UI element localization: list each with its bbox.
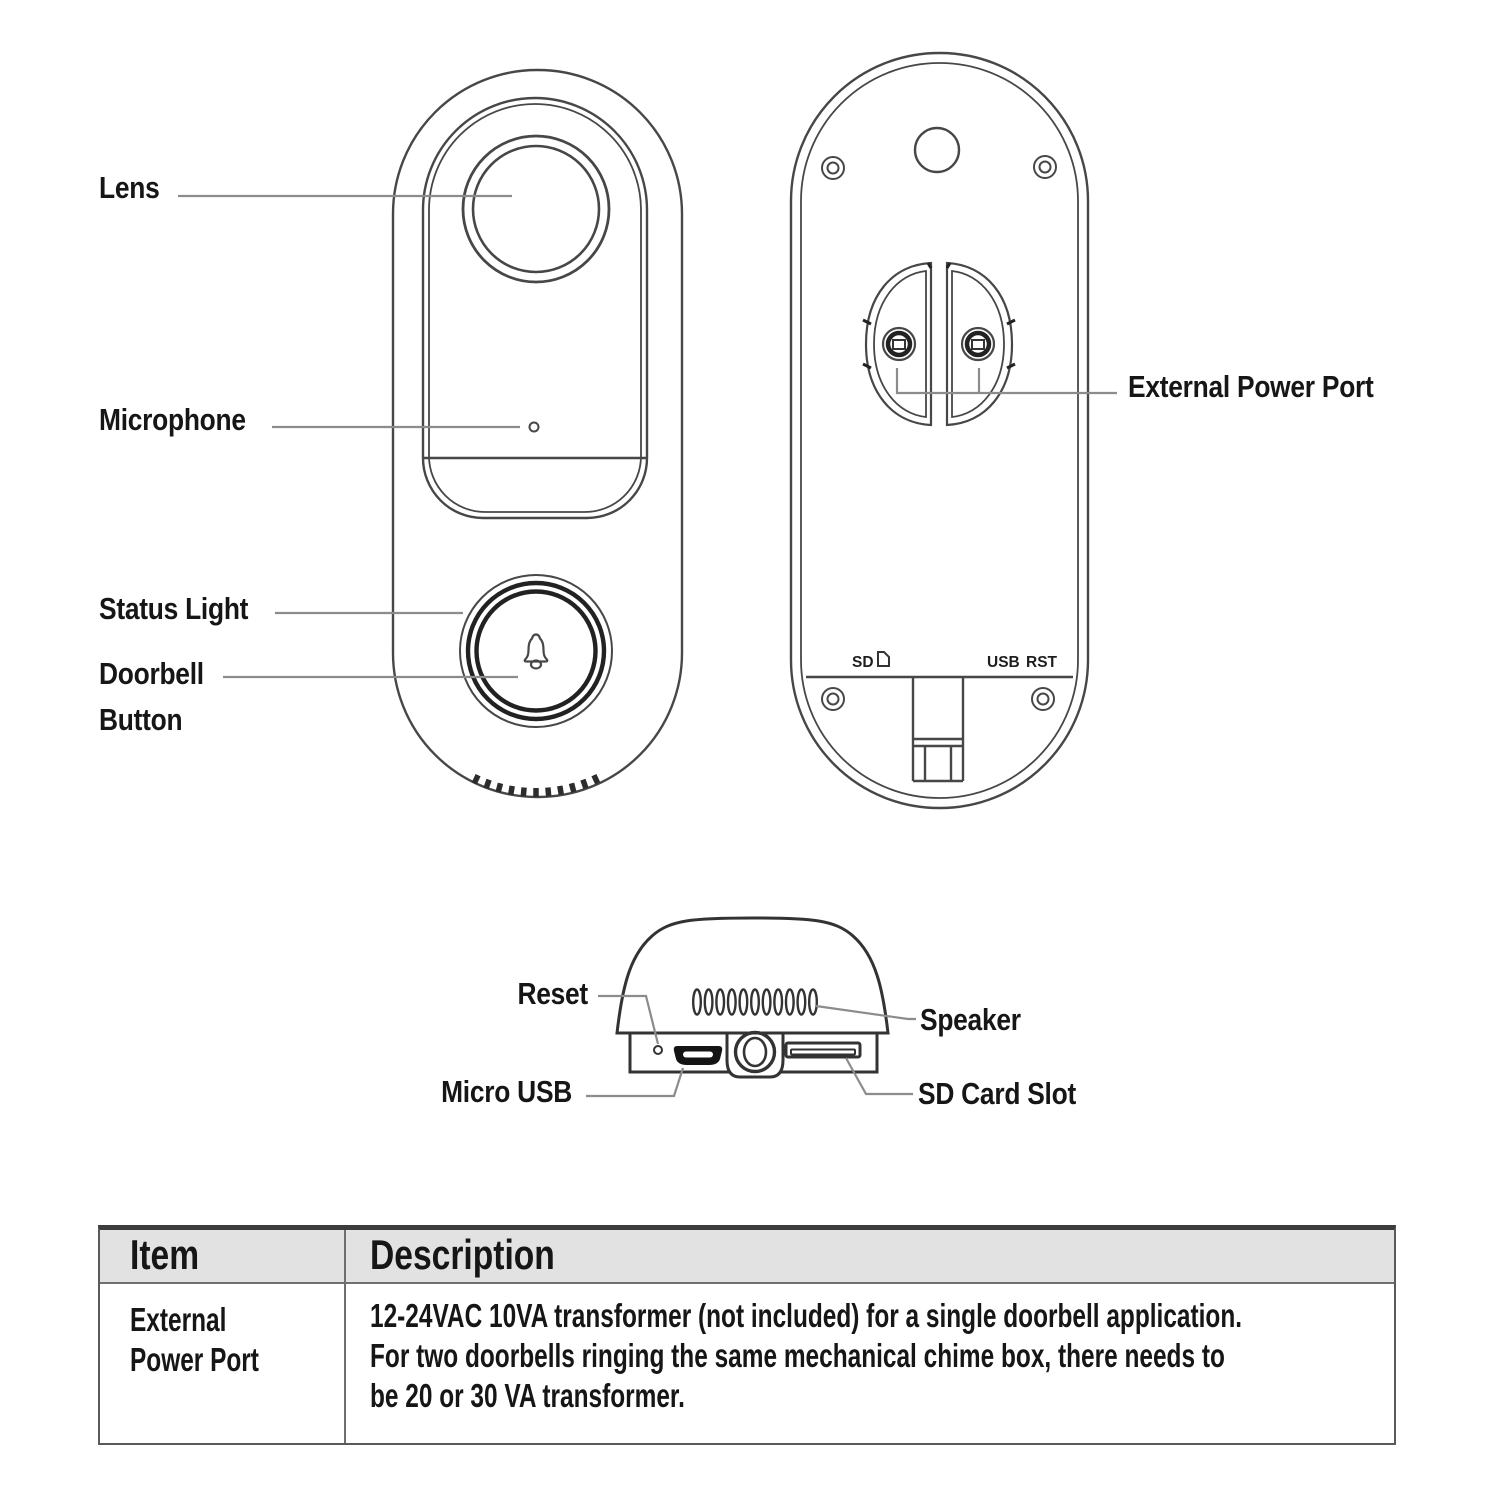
- usb-marking: USB: [987, 654, 1020, 671]
- reset-pinhole: [653, 1045, 663, 1055]
- status-light-ring: [459, 574, 613, 728]
- table-row: External Power Port 12-24VAC 10VA transf…: [100, 1284, 1394, 1443]
- speaker-leader-line: [815, 1004, 916, 1021]
- table-cell-description: 12-24VAC 10VA transformer (not included)…: [346, 1284, 1394, 1443]
- sd-card-slot-port: [784, 1041, 862, 1059]
- status-light-label: Status Light: [99, 591, 249, 626]
- table-header-item: Item: [100, 1230, 346, 1282]
- front-speaker-dots: [471, 774, 601, 797]
- table-header-description-text: Description: [370, 1231, 555, 1278]
- external-power-port-leader-line: [895, 368, 1117, 395]
- back-body-inner-outline: [800, 62, 1079, 799]
- doorbell-button-label-line2: Button: [99, 702, 183, 737]
- doorbell-button-inner: [474, 589, 598, 713]
- microphone-label: Microphone: [99, 402, 246, 437]
- front-panel-outline: [421, 96, 649, 520]
- doorbell-button-label-line1: Doorbell: [99, 656, 204, 691]
- doorbell-bell-icon: [523, 633, 549, 670]
- reset-label: Reset: [517, 976, 589, 1011]
- lens-outer-ring: [461, 134, 611, 284]
- leader-lines: [178, 194, 1117, 1098]
- lens-inner-ring: [471, 144, 601, 274]
- item-line: Power Port: [130, 1341, 259, 1378]
- description-line: 12-24VAC 10VA transformer (not included)…: [370, 1297, 1243, 1334]
- back-screw-holes: [821, 155, 1057, 711]
- description-line: be 20 or 30 VA transformer.: [370, 1377, 685, 1414]
- back-view-drawing: SD USB RST: [789, 51, 1090, 810]
- bottom-view-drawing: [615, 916, 890, 1079]
- item-line: External: [130, 1301, 227, 1338]
- reset-leader-line: [598, 994, 660, 1045]
- back-top-hole: [913, 126, 961, 174]
- front-body-outline: [391, 68, 684, 799]
- spec-table: Item Description External Power Port 12-…: [98, 1225, 1396, 1445]
- table-cell-item: External Power Port: [100, 1284, 346, 1443]
- rst-marking: RST: [1026, 654, 1058, 671]
- lens-label: Lens: [99, 170, 160, 205]
- sd-marking: SD: [852, 654, 874, 671]
- sd-card-slot-label: SD Card Slot: [918, 1076, 1076, 1111]
- external-power-port-label: External Power Port: [1128, 369, 1374, 404]
- sd-card-slot-leader-line: [845, 1057, 913, 1096]
- back-port-markings: SD USB RST: [852, 651, 1058, 671]
- back-body-outline: [789, 51, 1090, 810]
- front-panel-inner-outline: [428, 103, 642, 513]
- speaker-slots: [692, 988, 819, 1016]
- table-header-item-text: Item: [130, 1231, 200, 1278]
- speaker-label: Speaker: [920, 1002, 1021, 1037]
- bottom-dome-outline: [615, 916, 890, 1035]
- sd-card-marking-icon: [877, 651, 890, 667]
- micro-usb-leader-line: [586, 1067, 685, 1098]
- front-view-drawing: [391, 68, 684, 799]
- spec-table-header-row: Item Description: [100, 1230, 1394, 1284]
- doorbell-button-label: Doorbell Button: [99, 657, 204, 737]
- micro-usb-port: [673, 1046, 723, 1065]
- description-line: For two doorbells ringing the same mecha…: [370, 1337, 1225, 1374]
- micro-usb-label: Micro USB: [441, 1074, 572, 1109]
- center-jack: [725, 1030, 785, 1079]
- power-terminal-screws: [881, 326, 996, 362]
- back-connector-tab: [911, 677, 965, 783]
- table-header-description: Description: [346, 1230, 1394, 1282]
- doorbell-button-outer: [465, 580, 607, 722]
- microphone-hole: [528, 421, 540, 433]
